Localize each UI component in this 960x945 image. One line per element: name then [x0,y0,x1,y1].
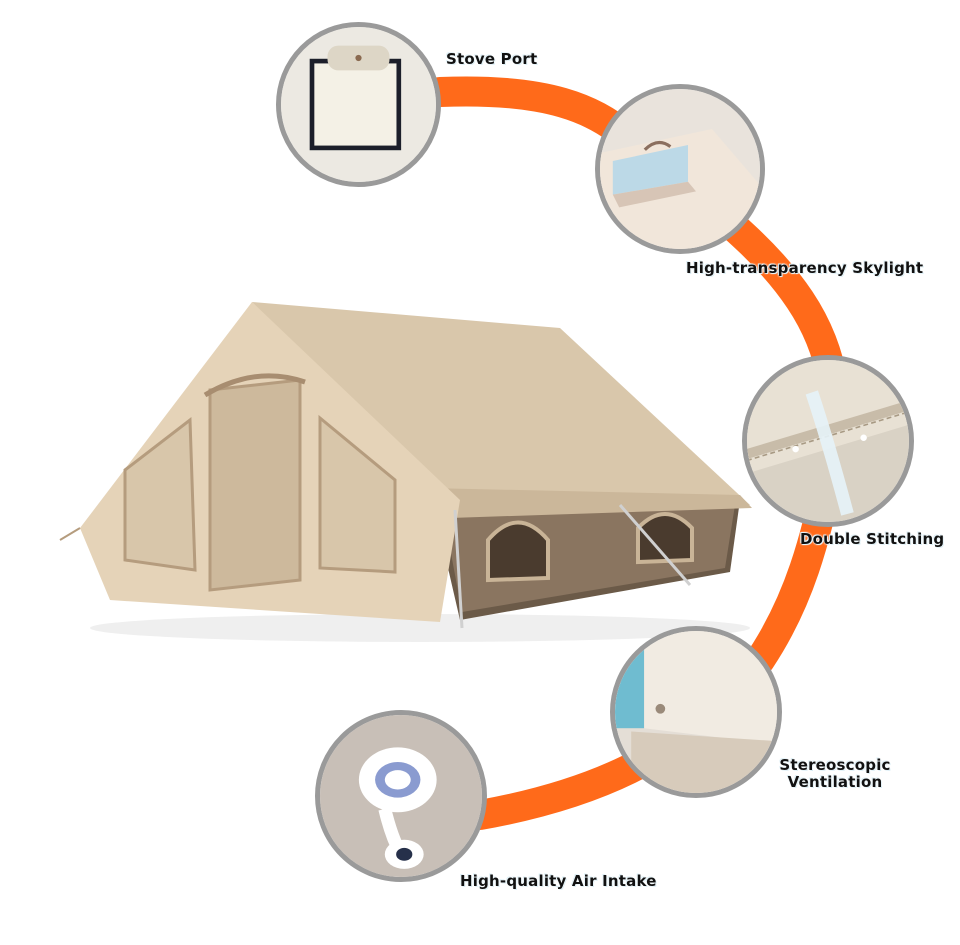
double-stitching-label: Double Stitching [800,530,945,548]
stove-port-label: Stove Port [446,50,538,68]
stove-port-callout [276,22,441,187]
ventilation-label-line2: Ventilation [787,773,883,791]
ventilation-photo [615,631,777,793]
skylight-photo [600,89,760,249]
ventilation-callout [610,626,782,798]
ventilation-label-line1: Stereoscopic [779,756,891,774]
double-stitching-callout [742,355,914,527]
air-intake-label: High-quality Air Intake [460,872,657,890]
ventilation-label: Stereoscopic Ventilation [776,757,894,791]
double-stitching-photo [747,360,909,522]
skylight-callout [595,84,765,254]
stove-port-photo [281,27,436,182]
air-intake-callout [315,710,487,882]
skylight-label: High-transparency Skylight [686,259,924,277]
air-intake-photo [320,715,482,877]
